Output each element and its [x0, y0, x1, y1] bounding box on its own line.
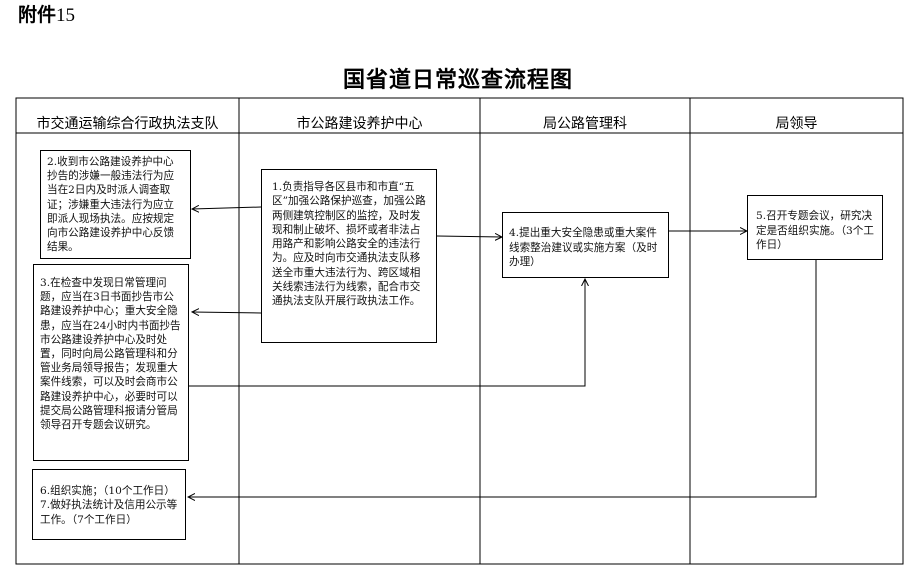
step-4-box: 4.提出重大安全隐患或重大案件线索整治建议或实施方案（及时办理） — [502, 212, 669, 278]
arrow-5-to-6 — [188, 260, 817, 497]
step-5-box: 5.召开专题会议，研究决定是否组织实施。（3个工作日） — [747, 195, 883, 260]
lane-label-bureau-leaders: 局领导 — [775, 116, 818, 132]
arrow-1-to-3 — [192, 312, 262, 313]
arrow-1-to-2 — [192, 207, 262, 209]
step-1-box: 1.负责指导各区县市和市直“五区”加强公路保护巡查，加强公路两侧建筑控制区的监控… — [261, 169, 437, 343]
diagram-title: 国省道日常巡查流程图 — [342, 68, 573, 93]
lane-label-law-enforcement: 市交通运输综合行政执法支队 — [36, 116, 219, 132]
lane-frame — [15, 97, 904, 565]
step-6-7-box: 6.组织实施；（10个工作日） 7.做好执法统计及信用公示等工作。（7个工作日） — [32, 469, 186, 540]
attachment-label: 附件15 — [18, 0, 75, 27]
step-3-box: 3.在检查中发现日常管理问题，应当在3日书面抄告市公路建设养护中心；重大安全隐患… — [33, 264, 189, 461]
attachment-prefix: 附件 — [18, 4, 57, 26]
attachment-number: 15 — [56, 5, 76, 26]
arrow-3-to-4 — [188, 279, 585, 387]
lane-label-road-maintenance-center: 市公路建设养护中心 — [296, 116, 423, 132]
lane-label-highway-section: 局公路管理科 — [543, 116, 627, 132]
step-2-box: 2.收到市公路建设养护中心抄告的涉嫌一般违法行为应当在2日内及时派人调查取证；涉… — [40, 150, 191, 259]
arrow-1-to-4 — [436, 236, 502, 237]
